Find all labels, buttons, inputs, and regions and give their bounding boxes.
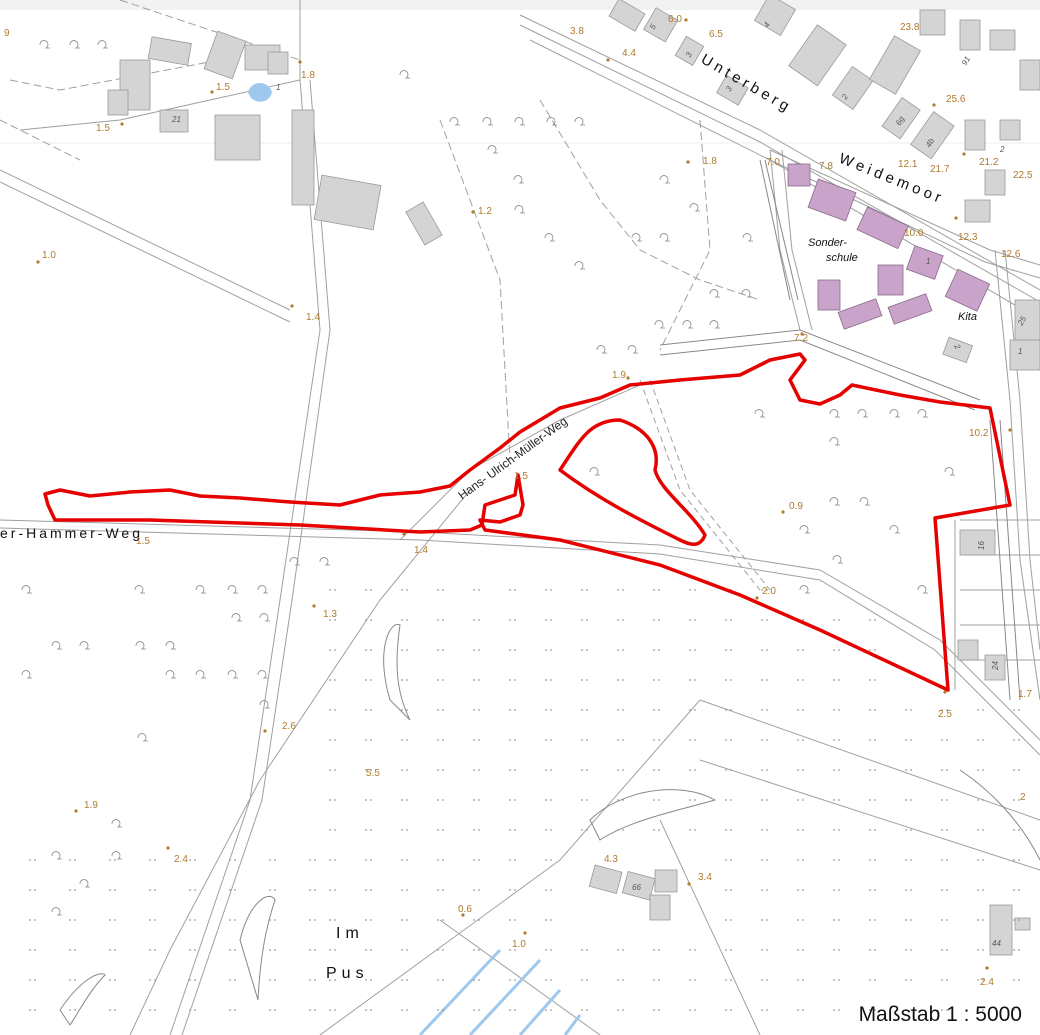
elevation-label: 0.6 (458, 904, 472, 915)
elevation-label: 1.8 (703, 156, 717, 167)
elevation-label: 6.0 (668, 14, 682, 25)
elevation-label: 9 (4, 28, 10, 39)
elevation-label: 21.2 (979, 157, 999, 168)
buildings (107, 0, 1040, 956)
elevation-label: 3.4 (698, 872, 712, 883)
elevation-label: 5.5 (366, 768, 380, 779)
elevation-label: 1.5 (514, 471, 528, 482)
elevation-label: 6.5 (709, 29, 723, 40)
scale-label: Maßstab 1 : 5000 (858, 1003, 1022, 1026)
elevation-label: 25.6 (946, 94, 966, 105)
elevation-label: 10.0 (904, 228, 924, 239)
elevation-label: 2.0 (762, 586, 776, 597)
elevation-label: 1.4 (306, 312, 320, 323)
house-number: 5 (648, 22, 658, 31)
place-label-im: Im (336, 925, 364, 942)
elevation-label: 10.2 (969, 428, 989, 439)
street-label-hans-ulrich-mueller-weg: Hans- Ulrich-Müller-Weg (456, 414, 570, 502)
boundary-inner[interactable] (558, 418, 707, 546)
elevation-label: 1.4 (414, 545, 428, 556)
house-number: 4 (762, 20, 772, 29)
pond (248, 83, 272, 102)
elevation-label: 3.8 (570, 26, 584, 37)
elevation-label: 7.0 (766, 157, 780, 168)
house-number: 24 (991, 661, 1000, 671)
street-label-hammer-weg: er-Hammer-Weg (0, 525, 143, 541)
map-top-edge (0, 0, 1040, 10)
elevation-label: 2 (1020, 792, 1026, 803)
house-number: 2 (999, 145, 1005, 154)
house-number: 1 (926, 257, 930, 266)
elevation-label: 12.1 (898, 159, 918, 170)
field-dots (29, 589, 1020, 1011)
elevation-label: 2.4 (980, 977, 994, 988)
elevation-label: 23.8 (900, 22, 920, 33)
elevation-label: 4.4 (622, 48, 636, 59)
house-number: 1 (1018, 347, 1022, 356)
house-number: 16 (977, 541, 986, 550)
house-number: 3 (684, 50, 694, 59)
public-buildings (787, 163, 991, 330)
elevation-label: 1.5 (136, 536, 150, 547)
elevation-label: 1.9 (612, 370, 626, 381)
elevation-labels: 3.8 6.0 4.4 6.5 23.8 25.6 1.5 1.8 1.5 1.… (4, 14, 1033, 988)
elevation-label: 1.3 (323, 609, 337, 620)
elevation-label: 1.5 (216, 82, 230, 93)
house-number: 1 (276, 83, 280, 92)
house-number: 2 (952, 342, 963, 352)
elevation-label: 12.6 (1001, 249, 1021, 260)
boundary-outer[interactable] (43, 352, 1012, 692)
place-label-sonderschule-2: schule (826, 252, 858, 264)
elevation-label: 1.8 (301, 70, 315, 81)
vegetation-symbols (21, 40, 955, 916)
elevation-label: 0.9 (789, 501, 803, 512)
project-boundary[interactable] (43, 352, 1012, 692)
elevation-label: 2.6 (282, 721, 296, 732)
place-label-kita: Kita (958, 311, 977, 323)
elevation-label: 7.8 (819, 161, 833, 172)
house-number: 2 (839, 92, 850, 102)
house-number: 44 (992, 939, 1001, 948)
place-label-sonderschule-1: Sonder- (808, 237, 847, 249)
elevation-label: 1.0 (42, 250, 56, 261)
house-number: 91 (960, 55, 972, 67)
elevation-label: 12.3 (958, 232, 978, 243)
house-number: 21 (171, 115, 181, 124)
elevation-label: 21.7 (930, 164, 950, 175)
elevation-label: 7.2 (794, 333, 808, 344)
elevation-points (36, 18, 1012, 970)
elevation-label: 1.0 (512, 939, 526, 950)
elevation-label: 2.4 (174, 854, 188, 865)
elevation-label: 4.3 (604, 854, 618, 865)
elevation-label: 2.5 (938, 709, 952, 720)
elevation-label: 1.7 (1018, 689, 1032, 700)
elevation-label: 1.2 (478, 206, 492, 217)
elevation-label: 1.9 (84, 800, 98, 811)
embankments (59, 159, 1040, 1026)
place-label-pus: Pus (326, 965, 369, 982)
house-number: 3 (724, 84, 734, 93)
elevation-label: 1.5 (96, 123, 110, 134)
water-ditches (418, 948, 582, 1035)
elevation-label: 22.5 (1013, 170, 1033, 181)
house-number: 66 (632, 883, 641, 892)
